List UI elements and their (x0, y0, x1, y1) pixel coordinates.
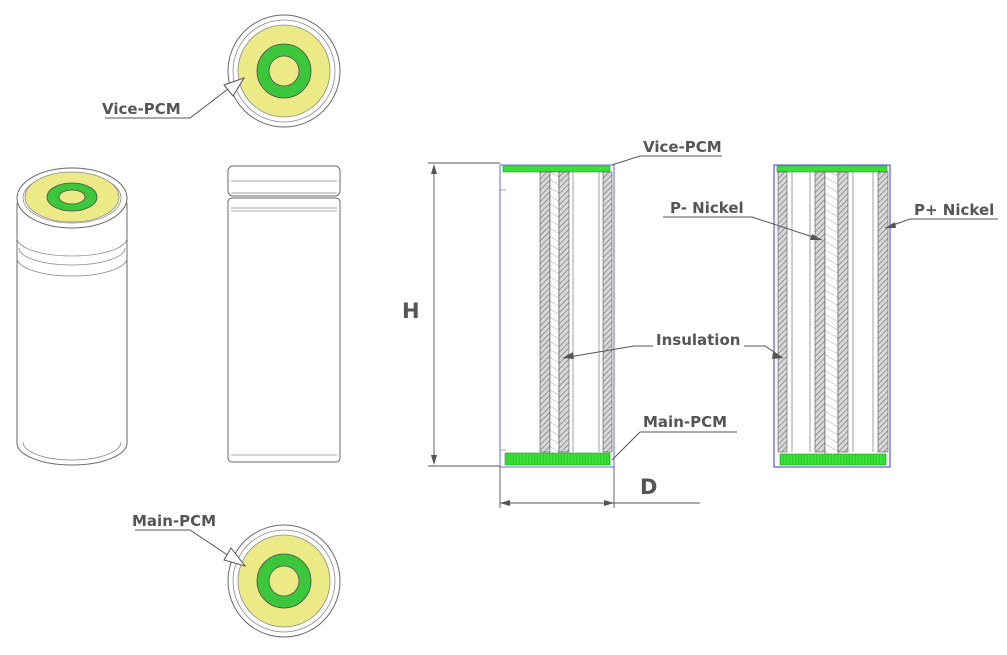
vice-pcm-top-label: Vice-PCM (102, 100, 181, 118)
main-pcm-section-callout: Main-PCM (611, 413, 737, 461)
insulation-callout: Insulation (562, 331, 784, 359)
isometric-cell-view (16, 167, 128, 466)
p-plus-nickel-label: P+ Nickel (914, 201, 994, 219)
side-elevation-view (227, 165, 341, 463)
vice-pcm-section-callout: Vice-PCM (611, 138, 722, 166)
section-view-left (499, 164, 615, 468)
top-end-view (227, 14, 341, 128)
vice-pcm-section-label: Vice-PCM (643, 138, 722, 156)
p-minus-nickel-label: P- Nickel (670, 199, 744, 217)
p-minus-nickel-callout: P- Nickel (663, 199, 823, 241)
main-pcm-section-label: Main-PCM (643, 413, 727, 431)
height-label: H (402, 299, 420, 323)
diameter-label: D (640, 475, 657, 499)
diameter-dimension: D (499, 467, 700, 508)
p-plus-nickel-callout: P+ Nickel (884, 201, 998, 229)
insulation-label: Insulation (656, 331, 740, 349)
main-pcm-bottom-label: Main-PCM (132, 512, 216, 530)
vice-pcm-top-callout: Vice-PCM (102, 77, 246, 119)
main-pcm-bottom-callout: Main-PCM (132, 512, 247, 567)
height-dimension: H (402, 162, 500, 467)
section-view-right (773, 164, 891, 468)
bottom-end-view (227, 524, 341, 638)
